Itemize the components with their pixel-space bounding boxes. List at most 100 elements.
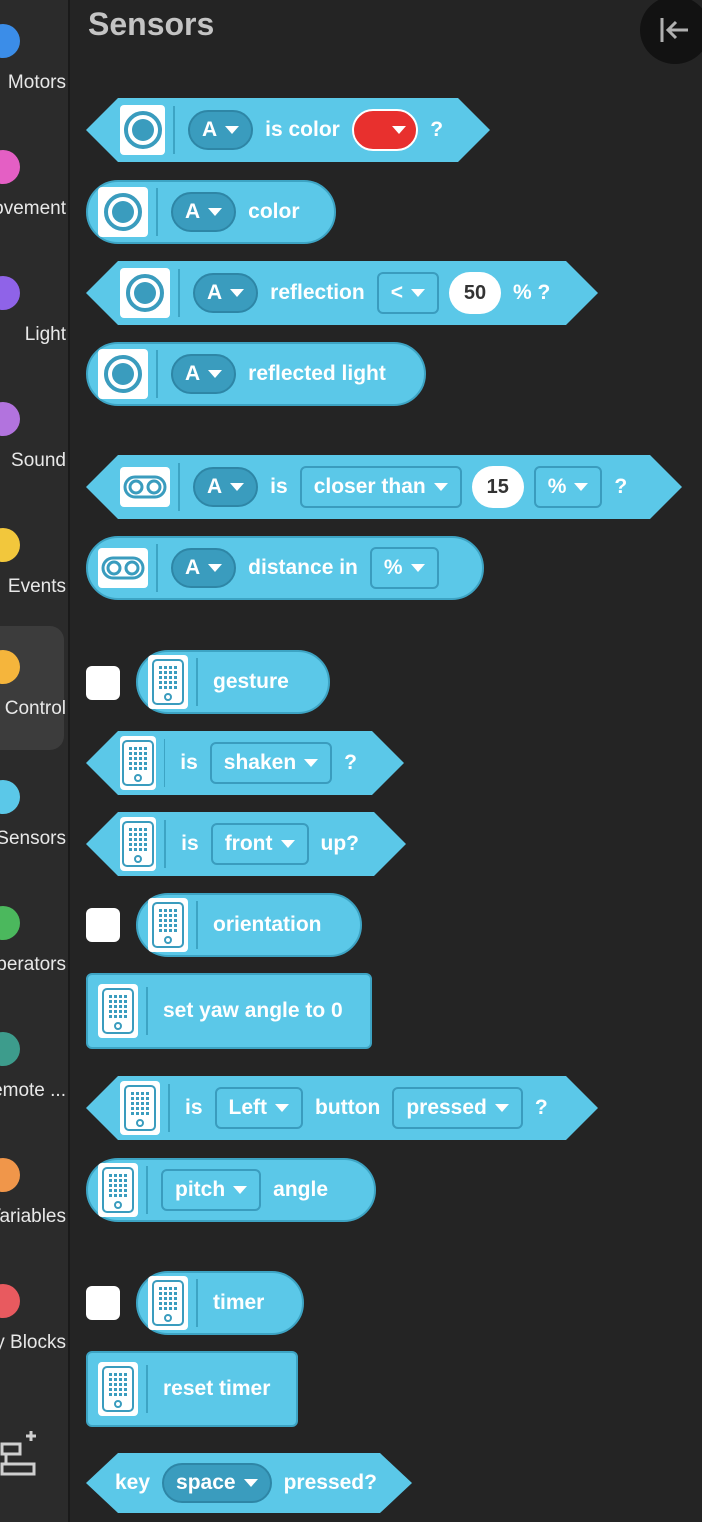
- gesture-dropdown[interactable]: shaken: [210, 742, 332, 784]
- sidebar-item-light[interactable]: Light: [0, 252, 68, 378]
- block-orientation[interactable]: orientation: [136, 893, 362, 957]
- sidebar-item-motors[interactable]: Motors: [0, 0, 68, 126]
- block-reset-timer[interactable]: reset timer: [86, 1351, 298, 1427]
- orientation-monitor-checkbox[interactable]: [86, 908, 120, 942]
- distance-sensor-icon: [120, 467, 170, 507]
- block-label: is: [185, 1096, 203, 1119]
- divider: [146, 1166, 148, 1214]
- add-extension-icon[interactable]: [0, 1430, 46, 1487]
- block-distance-is[interactable]: A is closer than 15 % ?: [86, 455, 682, 519]
- gesture-monitor-checkbox[interactable]: [86, 666, 120, 700]
- block-is-color[interactable]: A is color ?: [86, 98, 490, 162]
- block-reflected-light[interactable]: A reflected light: [86, 342, 426, 406]
- block-label: is: [180, 751, 198, 774]
- color-sensor-icon: [98, 187, 148, 237]
- sidebar-item-control[interactable]: Control: [0, 626, 68, 752]
- sidebar-item-label: Sound: [11, 450, 66, 471]
- unit-dropdown[interactable]: %: [369, 547, 439, 589]
- block-key-pressed[interactable]: key space pressed?: [86, 1453, 412, 1513]
- divider: [196, 901, 198, 949]
- block-label: reflected light: [248, 362, 386, 385]
- block-label-suffix: up?: [320, 832, 359, 855]
- block-reflection-compare[interactable]: A reflection < 50 % ?: [86, 261, 598, 325]
- timer-monitor-checkbox[interactable]: [86, 1286, 120, 1320]
- block-pitch-angle[interactable]: pitch angle: [86, 1158, 376, 1222]
- category-dot: [0, 1284, 20, 1318]
- sidebar-item-events[interactable]: Events: [0, 504, 68, 630]
- axis-dropdown[interactable]: pitch: [161, 1169, 262, 1211]
- sidebar-item-label: Motors: [7, 72, 66, 93]
- sidebar-item-label: Operators: [0, 954, 66, 975]
- divider: [156, 188, 158, 236]
- port-value: A: [207, 281, 223, 304]
- port-dropdown[interactable]: A: [171, 192, 237, 232]
- hub-icon: [98, 1163, 138, 1217]
- port-value: A: [201, 118, 218, 141]
- distance-input[interactable]: 15: [472, 466, 524, 508]
- face-dropdown[interactable]: front: [211, 823, 309, 865]
- block-label: distance in: [248, 556, 358, 579]
- block-label-suffix: pressed?: [283, 1471, 377, 1494]
- color-sensor-icon: [98, 349, 148, 399]
- block-label: timer: [213, 1291, 265, 1314]
- block-distance-in[interactable]: A distance in %: [86, 536, 484, 600]
- axis-value: pitch: [175, 1178, 226, 1201]
- collapse-palette-button[interactable]: [640, 0, 702, 64]
- sidebar-item-sound[interactable]: Sound: [0, 378, 68, 504]
- chevron-down-icon: [208, 564, 223, 572]
- sidebar-item-label: Control: [4, 698, 66, 719]
- color-dropdown[interactable]: [352, 109, 418, 151]
- sidebar-item-remote[interactable]: Remote ...: [0, 1008, 68, 1134]
- sidebar-item-label: Variables: [0, 1206, 66, 1227]
- port-dropdown[interactable]: A: [188, 110, 253, 150]
- sidebar-item-operators[interactable]: Operators: [0, 882, 68, 1008]
- sidebar-item-my-blocks[interactable]: My Blocks: [0, 1260, 68, 1350]
- block-is-front-up[interactable]: is front up?: [86, 812, 406, 876]
- sidebar-item-label: Sensors: [0, 828, 66, 849]
- block-is-shaken[interactable]: is shaken ?: [86, 731, 404, 795]
- sidebar-item-label: Events: [7, 576, 66, 597]
- block-label: gesture: [213, 670, 289, 693]
- color-sensor-icon: [120, 105, 165, 155]
- operator-dropdown[interactable]: <: [377, 272, 439, 314]
- chevron-down-icon: [230, 483, 244, 491]
- question-mark: ?: [614, 475, 628, 498]
- port-value: A: [185, 556, 201, 579]
- block-color[interactable]: A color: [86, 180, 336, 244]
- key-value: space: [176, 1471, 236, 1494]
- divider: [196, 1279, 198, 1327]
- key-dropdown[interactable]: space: [162, 1463, 272, 1503]
- button-dropdown[interactable]: Left: [215, 1087, 304, 1129]
- divider: [146, 987, 148, 1035]
- block-label: angle: [273, 1178, 329, 1201]
- sidebar-item-movement[interactable]: Movement: [0, 126, 68, 252]
- port-dropdown[interactable]: A: [171, 354, 237, 394]
- block-button-pressed[interactable]: is Left button pressed ?: [86, 1076, 598, 1140]
- chevron-down-icon: [208, 208, 223, 216]
- divider: [146, 1365, 148, 1413]
- color-sensor-icon: [120, 268, 170, 318]
- chevron-down-icon: [495, 1104, 509, 1112]
- block-set-yaw-angle[interactable]: set yaw angle to 0: [86, 973, 372, 1049]
- reflection-input[interactable]: 50: [449, 272, 501, 314]
- chevron-down-icon: [275, 1104, 289, 1112]
- category-dot: [0, 1158, 20, 1192]
- port-dropdown[interactable]: A: [171, 548, 237, 588]
- operator-value: <: [390, 281, 403, 304]
- chevron-down-icon: [392, 126, 406, 134]
- unit-dropdown[interactable]: %: [534, 466, 603, 508]
- sidebar-item-label: Light: [24, 324, 66, 345]
- divider: [178, 463, 180, 511]
- sidebar-item-variables[interactable]: Variables: [0, 1134, 68, 1260]
- port-dropdown[interactable]: A: [193, 273, 258, 313]
- chevron-down-icon: [233, 1186, 248, 1194]
- hub-icon: [120, 1081, 160, 1135]
- sidebar-item-sensors[interactable]: Sensors: [0, 756, 68, 882]
- divider: [196, 658, 198, 706]
- divider: [164, 820, 166, 868]
- block-timer[interactable]: timer: [136, 1271, 304, 1335]
- port-dropdown[interactable]: A: [193, 467, 258, 507]
- condition-dropdown[interactable]: closer than: [300, 466, 462, 508]
- state-dropdown[interactable]: pressed: [392, 1087, 523, 1129]
- block-gesture[interactable]: gesture: [136, 650, 330, 714]
